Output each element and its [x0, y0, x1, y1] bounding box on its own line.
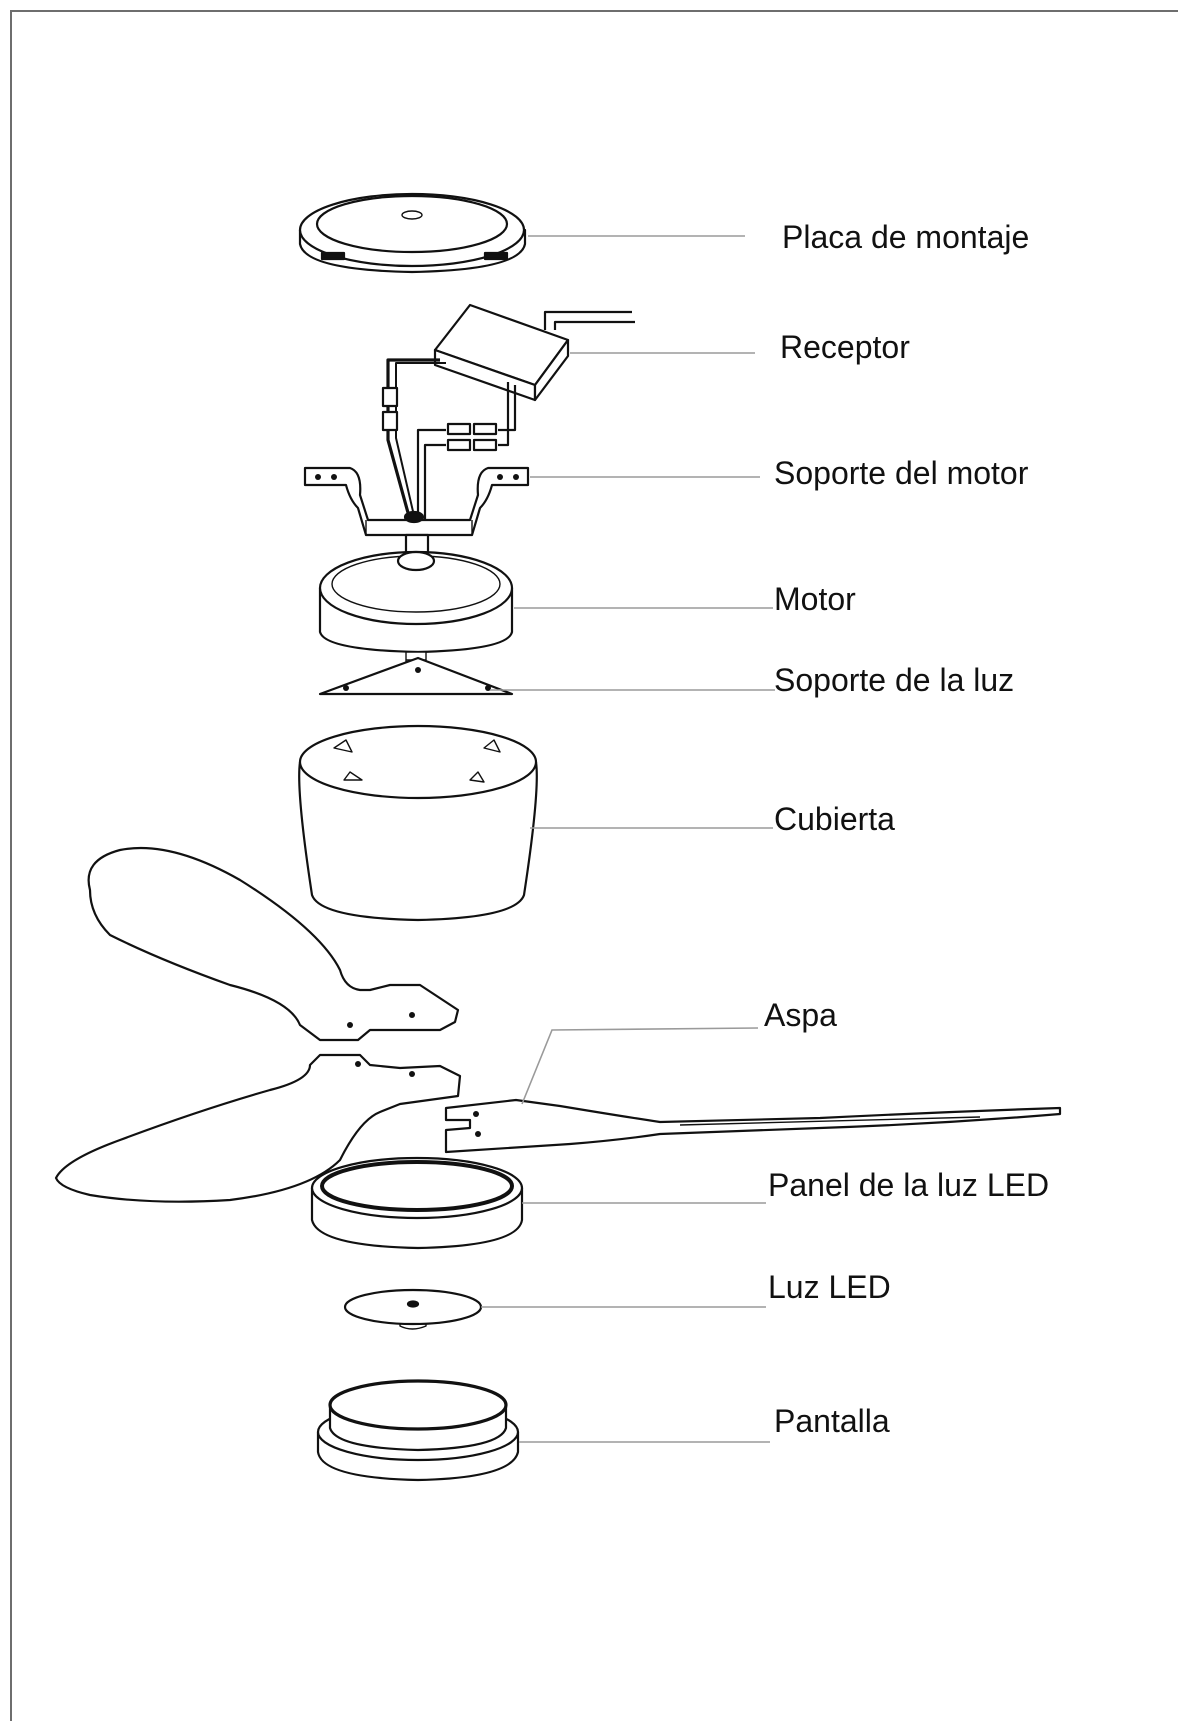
label-receptor: Receptor [780, 329, 910, 365]
shade [316, 1379, 520, 1482]
led-light [343, 1288, 483, 1330]
diagram-frame [10, 10, 1178, 1721]
label-soporte-del-motor: Soporte del motor [774, 455, 1029, 491]
blade-lower-left [54, 1053, 462, 1203]
receiver [381, 303, 635, 521]
leader-aspa [521, 1027, 759, 1105]
blade-upper-left [87, 846, 460, 1042]
led-panel [310, 1156, 524, 1250]
label-soporte-de-la-luz: Soporte de la luz [774, 662, 1015, 698]
label-luz-led: Luz LED [768, 1269, 891, 1305]
label-cubierta: Cubierta [774, 801, 895, 837]
label-aspa: Aspa [764, 997, 837, 1033]
blade-right [444, 1098, 1062, 1154]
light-bracket [318, 651, 514, 696]
label-panel-de-la-luz-led: Panel de la luz LED [768, 1167, 1050, 1203]
cover [298, 724, 538, 922]
label-pantalla: Pantalla [774, 1403, 890, 1439]
leader-lines [481, 235, 775, 1443]
label-placa-de-montaje: Placa de montaje [782, 219, 1030, 255]
label-motor: Motor [774, 581, 856, 617]
motor-bracket [303, 466, 530, 537]
motor [318, 533, 514, 654]
mounting-plate [298, 192, 527, 274]
